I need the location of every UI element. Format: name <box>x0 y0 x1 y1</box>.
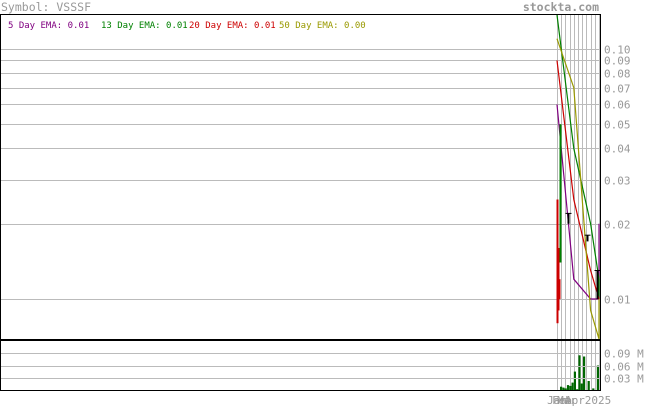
volume-bar <box>571 382 574 390</box>
volume-bar <box>592 388 595 390</box>
volume-tick-label: 0.09 M <box>604 348 644 361</box>
price-tick-label: 0.03 <box>604 175 631 188</box>
volume-bar <box>587 381 590 390</box>
volume-panel-frame <box>0 340 601 391</box>
volume-bar <box>562 387 565 390</box>
ema-lines <box>556 14 600 340</box>
symbol-label: Symbol: VSSSF <box>1 0 91 14</box>
price-tick-label: 0.05 <box>604 119 631 132</box>
price-panel-frame <box>0 14 601 340</box>
volume-bar <box>576 389 579 390</box>
date-tick-label: Feb <box>552 394 572 406</box>
legend-20-day-ema: 20 Day EMA: 0.01 <box>189 21 276 31</box>
price-tick-label: 0.02 <box>604 219 631 232</box>
date-tick-label: Jan <box>547 394 567 406</box>
price-tick-label: 0.09 <box>604 55 631 68</box>
site-link[interactable]: stockta.com <box>523 0 599 14</box>
price-tick-label: 0.07 <box>604 83 631 96</box>
volume-tick-label: 0.06 M <box>604 361 644 374</box>
ema-line-3 <box>556 38 600 340</box>
ema-line-1 <box>556 14 600 299</box>
price-ticks <box>556 124 601 324</box>
volume-bar <box>583 356 586 390</box>
volume-axis: 0.09 M0.06 M0.03 M <box>1 348 644 386</box>
price-tick-label: 0.10 <box>604 44 631 57</box>
legend-13-day-ema: 13 Day EMA: 0.01 <box>101 21 188 31</box>
price-tick-label: 0.01 <box>604 294 631 307</box>
price-axis: 0.100.090.08 0.07 0.06 0.05 0.04 0.03 0.02 0.01 <box>604 44 631 307</box>
ema-line-2 <box>556 60 600 300</box>
legend-5-day-ema: 5 Day EMA: 0.01 <box>8 21 89 31</box>
volume-tick-label: 0.03 M <box>604 373 644 386</box>
date-tick-label: Apr <box>565 394 585 406</box>
volume-bar <box>566 385 570 390</box>
date-tick-label: 2025 <box>585 394 612 406</box>
volume-bar <box>573 371 576 390</box>
legend-50-day-ema: 50 Day EMA: 0.00 <box>279 21 366 31</box>
price-grid <box>1 49 600 300</box>
volume-bar <box>580 383 583 390</box>
volume-bar <box>596 365 599 390</box>
volume-bar <box>569 385 572 390</box>
date-tick-label: Mar <box>557 394 577 406</box>
volume-bar <box>578 355 581 390</box>
volume-bar <box>560 386 563 390</box>
volume-bar <box>564 388 567 390</box>
price-tick-label: 0.06 <box>604 99 631 112</box>
price-tick-label: 0.04 <box>604 143 631 156</box>
price-tick-label: 0.08 <box>604 68 631 81</box>
volume-bars <box>560 355 599 390</box>
